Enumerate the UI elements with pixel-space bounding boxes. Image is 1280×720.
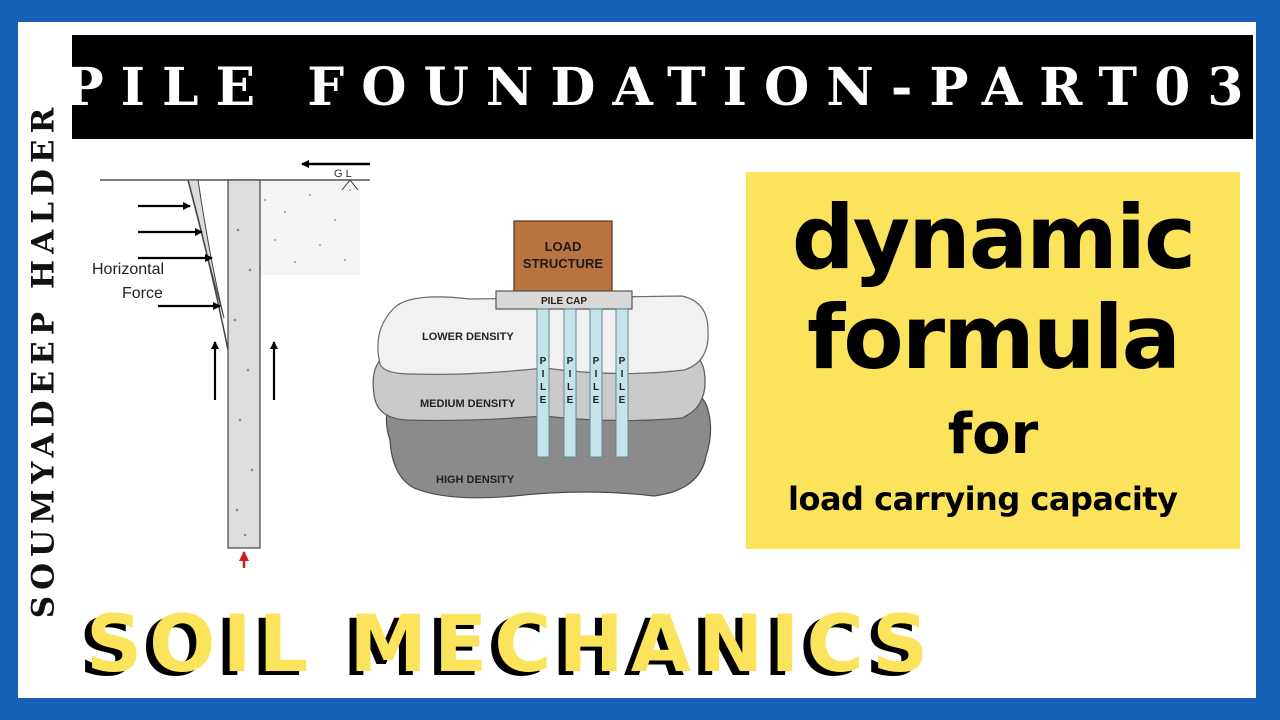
load-structure-label: STRUCTURE [523,256,603,271]
pile-label-letter: L [567,382,573,393]
author-name-vertical: SOUMYADEEP HALDER [25,101,62,619]
layer-label-medium: MEDIUM DENSITY [420,398,516,410]
topic-line-load-capacity: load carrying capacity [788,480,1178,518]
load-structure-label: LOAD [545,239,582,254]
pile [615,308,629,458]
pile [536,308,550,458]
topic-highlight-box: dynamic formula for load carrying capaci… [746,172,1240,549]
pile-label-letter: L [540,382,546,393]
layer-label-high: HIGH DENSITY [436,474,515,486]
pile-label-letter: E [567,395,574,406]
ground-level-label: G L [334,168,352,180]
page-title: PILE FOUNDATION-PART03 [64,56,1256,118]
ground-level-symbol [341,179,359,191]
pile-shaft [227,179,261,549]
pile-label-letter: I [542,369,545,380]
lateral-load-pile-diagram: G L Horizontal Force [92,160,370,568]
pile-aggregate [233,228,254,537]
deflection-curve [187,179,229,351]
pile-label-letter: I [569,369,572,380]
title-bar: PILE FOUNDATION-PART03 [65,35,1253,139]
pile-label-letter: L [593,382,599,393]
pile-label-letter: P [567,356,574,367]
subject-heading: SOIL MECHANICS [86,600,936,690]
horizontal-force-label: Horizontal [92,261,164,278]
pile [589,308,603,458]
pile-cap-label: PILE CAP [541,296,587,307]
layer-label-lower: LOWER DENSITY [422,331,514,343]
load-structure-block [513,220,613,292]
topic-line-dynamic: dynamic [791,186,1196,289]
topic-line-formula: formula [806,286,1181,389]
pile-label-letter: P [540,356,547,367]
pile-label-letter: E [593,395,600,406]
thumbnail-canvas: SOUMYADEEP HALDER PILE FOUNDATION-PART03 [18,22,1256,698]
pile-label-letter: E [540,395,547,406]
pile-label-letter: P [619,356,626,367]
pile-label-letter: I [621,369,624,380]
pile-label-letter: I [595,369,598,380]
topic-line-for: for [947,402,1039,467]
pile-label-letter: E [619,395,626,406]
horizontal-force-label: Force [122,285,163,302]
pile [563,308,577,458]
soil-speckle [250,180,360,275]
pile-label-letter: L [619,382,625,393]
pile-label-letter: P [593,356,600,367]
pile-group-soil-diagram: LOAD STRUCTURE PILE CAP P I L E P I L E … [372,220,712,499]
